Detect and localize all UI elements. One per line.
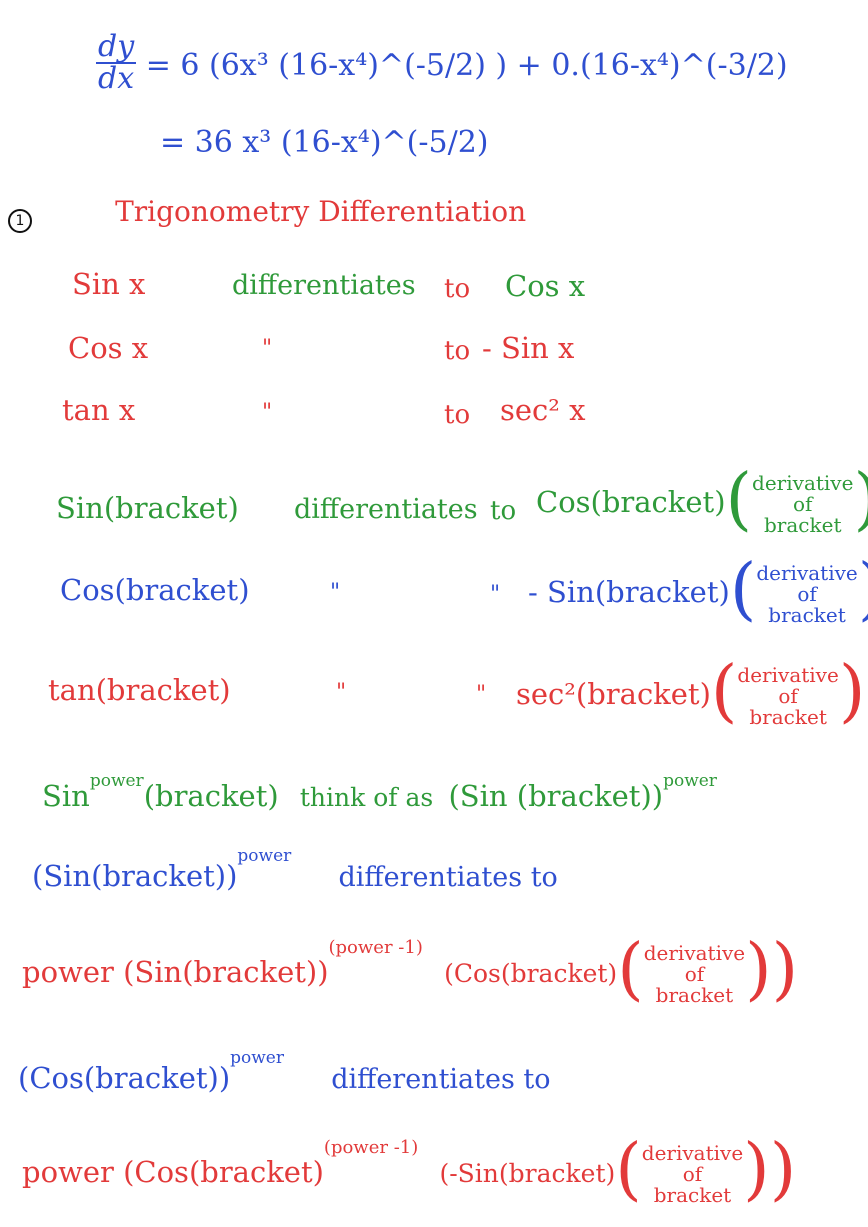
equation-line-2: = 36 x³ (16-x⁴)^(-5/2) [160, 128, 489, 158]
basic-verb-1: " [262, 336, 273, 361]
bracket-result-1-text: - Sin(bracket) [528, 575, 730, 609]
note-0-l1: derivative [752, 470, 854, 495]
bracket-verb-1: " [330, 580, 341, 605]
sin-power-cos-part: (Cos(bracket) [444, 959, 618, 988]
basic-to-1: to [444, 336, 471, 366]
basic-result-2: sec² x [500, 393, 586, 427]
basic-func-1: Cos x [68, 331, 149, 365]
cos-power-coef: power [22, 1155, 114, 1189]
cos-power-verb: differentiates to [331, 1064, 551, 1095]
cos-power-base: (Cos(bracket)) [18, 1061, 231, 1095]
bracket-result-0-text: Cos(bracket) [536, 485, 726, 519]
note-0-l3: bracket [764, 512, 842, 537]
section-title: Trigonometry Differentiation [115, 195, 527, 228]
cos-power-close-paren: )) [743, 1129, 797, 1209]
cos-power-open-paren: ( [615, 1129, 642, 1209]
basic-to-2: to [444, 400, 471, 430]
sin-power-exp: power [237, 845, 292, 866]
cos-power-exp2: (power -1) [323, 1137, 419, 1159]
note-3-l3: bracket [655, 982, 734, 1007]
section-heading: 1 Trigonometry Differentiation [8, 198, 526, 233]
sin-power-verb: differentiates to [338, 862, 558, 893]
basic-result-1: - Sin x [482, 331, 575, 365]
bracket-to-2: " [476, 682, 487, 707]
bracket-open-paren-2: ( [710, 651, 738, 731]
sin-power-coef: power [22, 955, 114, 989]
section-number: 1 [8, 209, 32, 233]
note-4-l1: derivative [641, 1140, 744, 1165]
bracket-func-2: tan(bracket) [48, 673, 231, 707]
sin-power-base: (Sin(bracket)) [32, 859, 238, 893]
basic-verb-0: differentiates [232, 270, 416, 301]
cos-power-exp: power [230, 1047, 284, 1068]
frac-denominator: dx [98, 60, 135, 96]
bracket-to-1: " [490, 582, 501, 607]
cos-power-sin-part: (-Sin(bracket) [439, 1159, 616, 1188]
note-2-l2: of [778, 683, 798, 708]
bracket-result-2-text: sec²(bracket) [516, 677, 711, 711]
basic-verb-2: " [262, 400, 273, 425]
bracket-open-paren-0: ( [725, 459, 753, 539]
sin-power-exp2: (power -1) [328, 937, 423, 959]
bracket-to-0: to [490, 496, 517, 526]
note-1-l3: bracket [768, 602, 846, 627]
power-rule-line: Sinpower(bracket) think of as (Sin (brac… [42, 772, 717, 813]
bracket-verb-2: " [336, 680, 347, 705]
basic-result-0: Cos x [505, 269, 586, 303]
frac-numerator: dy [96, 28, 137, 64]
sin-power-line: (Sin(bracket))power differentiates to [32, 847, 558, 893]
note-2-l3: bracket [749, 704, 827, 729]
bracket-func-1: Cos(bracket) [60, 573, 250, 607]
power-sup: power [89, 770, 144, 791]
cos-power-result: power (Cos(bracket)(power -1) (-Sin(brac… [22, 1135, 796, 1208]
note-0-l2: of [793, 491, 813, 516]
cos-power-inner: (Cos(bracket) [123, 1155, 324, 1189]
note-2-l1: derivative [737, 662, 839, 687]
basic-func-0: Sin x [72, 267, 146, 301]
equation-rhs-2: = 36 x³ (16-x⁴)^(-5/2) [160, 125, 489, 160]
equation-rhs-1: = 6 (6x³ (16-x⁴)^(-5/2) ) + 0.(16-x⁴)^(-… [145, 48, 788, 83]
power-rewrite: (Sin (bracket)) [448, 779, 664, 813]
note-4-l3: bracket [653, 1182, 732, 1207]
bracket-verb-0: differentiates [294, 494, 478, 525]
sin-power-result: power (Sin(bracket))(power -1) (Cos(brac… [22, 935, 798, 1008]
bracket-close-paren-2: ) [838, 651, 866, 731]
sin-power-close-paren: )) [745, 929, 799, 1009]
note-3-l2: of [684, 961, 705, 986]
sin-power-open-paren: ( [617, 929, 644, 1009]
bracket-close-paren-1: ) [858, 550, 868, 629]
note-1-l1: derivative [756, 560, 858, 585]
power-bracket: (bracket) [143, 779, 279, 813]
note-1-l2: of [797, 581, 817, 606]
power-think: think of as [299, 783, 434, 812]
bracket-func-0: Sin(bracket) [56, 491, 239, 525]
sin-power-inner: (Sin(bracket)) [123, 955, 329, 989]
note-3-l1: derivative [643, 940, 746, 965]
note-4-l2: of [682, 1161, 703, 1186]
basic-func-2: tan x [62, 393, 136, 427]
bracket-open-paren-1: ( [729, 549, 757, 629]
basic-to-0: to [444, 274, 471, 304]
power-rewrite-sup: power [663, 770, 717, 791]
cos-power-line: (Cos(bracket))power differentiates to [18, 1049, 551, 1095]
power-sin: Sin [42, 779, 90, 813]
bracket-close-paren-0: ) [853, 460, 868, 539]
